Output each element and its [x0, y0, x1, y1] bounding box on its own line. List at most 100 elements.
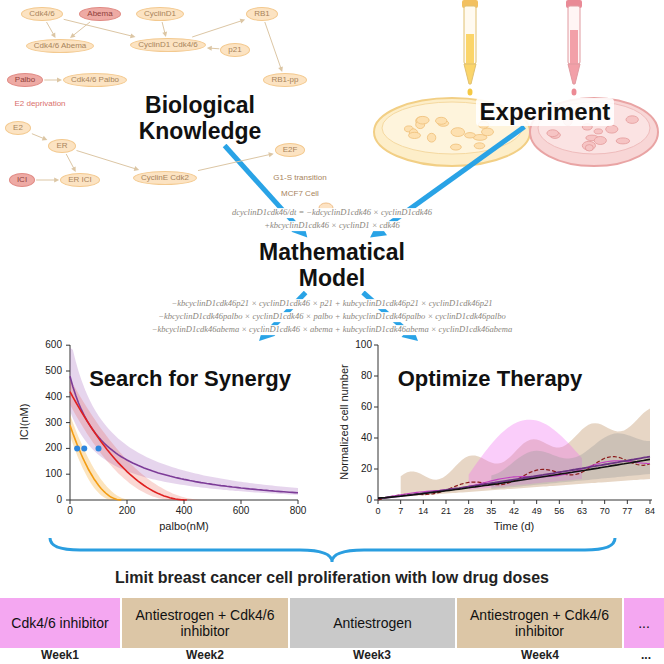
axes	[70, 345, 298, 500]
axis-label: 0	[56, 494, 62, 506]
equation-line: −kbcyclinD1cdk46p21 × cyclinD1cdk46 × p2…	[170, 299, 495, 309]
heading-text: Biological Knowledge	[135, 92, 266, 145]
network-node: RB1	[246, 7, 278, 21]
axis-label: 63	[577, 506, 587, 516]
axis-label: 0	[375, 506, 380, 516]
cell	[417, 116, 430, 124]
network-note: MCF7 Cell	[281, 189, 319, 198]
axis-label: ICI(nM)	[18, 404, 31, 441]
axis-label: 56	[554, 506, 564, 516]
tick	[468, 500, 469, 504]
node-text: Antiestrogen + Cdk4/6 inhibitor	[462, 607, 617, 639]
network-arrow	[192, 19, 245, 37]
axis-label: Time (d)	[494, 520, 535, 533]
tick	[66, 396, 70, 397]
network-arrow	[47, 22, 56, 38]
connector-line	[47, 22, 54, 35]
node-label: Palbo	[15, 76, 35, 84]
tick	[582, 500, 583, 504]
tick	[604, 500, 605, 504]
axis-label: 800	[290, 505, 307, 517]
heading-text: Experiment	[476, 98, 615, 126]
tick	[446, 500, 447, 504]
axis-label: 0	[67, 505, 73, 517]
node-text: Biological Knowledge	[139, 92, 262, 145]
pipette-tip	[568, 64, 580, 84]
tick	[70, 500, 71, 504]
network-node: ER ICI	[60, 173, 100, 187]
pipette-liquid	[466, 34, 474, 64]
schedule-box: ...	[624, 598, 664, 648]
pipette-pink	[566, 0, 582, 96]
axis-label: palbo(nM)	[159, 520, 209, 533]
schedule-box: Antiestrogen + Cdk4/6 inhibitor	[457, 598, 622, 648]
node-label: p21	[228, 46, 241, 54]
tick	[374, 345, 378, 346]
axis-label: 200	[119, 505, 136, 517]
week-label: ...	[641, 649, 651, 663]
network-arrow	[198, 152, 274, 170]
cell	[436, 117, 447, 124]
tick	[66, 371, 70, 372]
schedule-box: Antiestrogen + Cdk4/6 inhibitor	[122, 598, 288, 648]
axis-label: 40	[361, 432, 372, 444]
pipette-tip	[464, 64, 476, 84]
cell	[626, 116, 638, 124]
data-curve	[70, 376, 298, 493]
connector-line	[32, 134, 44, 139]
equation-line: dcyclinD1cdk46/dt = −kdcyclinD1cdk46 × c…	[230, 208, 434, 218]
connector-line	[198, 155, 270, 171]
network-arrow	[77, 151, 140, 171]
tick	[374, 438, 378, 439]
axis-label: 42	[509, 506, 519, 516]
node-label: E2	[13, 124, 23, 132]
tick	[374, 469, 378, 470]
axis-label: 100	[355, 339, 372, 351]
node-label: CyclinD1 Cdk4/6	[138, 41, 198, 49]
network-node: RB1-pp	[263, 73, 306, 87]
node-label: RB1-pp	[271, 76, 298, 84]
network-note: E2 deprivation	[14, 99, 65, 108]
axis-label: 500	[45, 365, 62, 377]
week-label: Week2	[186, 649, 224, 663]
axis-label: 600	[233, 505, 250, 517]
axis-label: 300	[45, 417, 62, 429]
confidence-band	[70, 348, 298, 495]
pipette-tube	[464, 6, 476, 64]
network-node: Cdk4/6 Abema	[26, 39, 94, 53]
tick	[514, 500, 515, 504]
network-node: Cdk4/6	[21, 7, 62, 21]
connector-line	[64, 19, 132, 36]
schedule-box: Antiestrogen	[290, 598, 455, 648]
confidence-band	[70, 379, 204, 500]
axis-label: 28	[464, 506, 474, 516]
cell	[465, 133, 476, 138]
network-arrow	[207, 46, 220, 51]
axis-label: 80	[361, 370, 372, 382]
network-arrow	[44, 78, 62, 83]
connector-line	[36, 180, 55, 181]
node-text: Cdk4/6 inhibitor	[11, 615, 108, 631]
node-label: ER ICI	[68, 176, 92, 184]
pipette-liquid	[570, 30, 578, 64]
data-curve	[378, 459, 650, 498]
connector-line	[44, 80, 58, 81]
connector-line	[162, 22, 165, 33]
tick	[374, 407, 378, 408]
node-text: Experiment	[480, 98, 611, 126]
tick	[298, 500, 299, 504]
node-label: ICI	[17, 176, 27, 184]
tick	[536, 500, 537, 504]
axis-label: 21	[441, 506, 451, 516]
confidence-band	[401, 409, 650, 497]
tick	[374, 376, 378, 377]
axis-label: 84	[645, 506, 655, 516]
pipette-tube	[568, 6, 580, 64]
equation-line: −kbcyclinD1cdk46abema × cyclinD1cdk46 × …	[150, 325, 515, 335]
chart-panel: Search for Synergy	[60, 342, 300, 505]
connector-line	[265, 22, 281, 68]
cell	[409, 132, 421, 138]
connector-line	[77, 151, 136, 169]
axis-label: 400	[176, 505, 193, 517]
week-label: Week4	[521, 649, 559, 663]
